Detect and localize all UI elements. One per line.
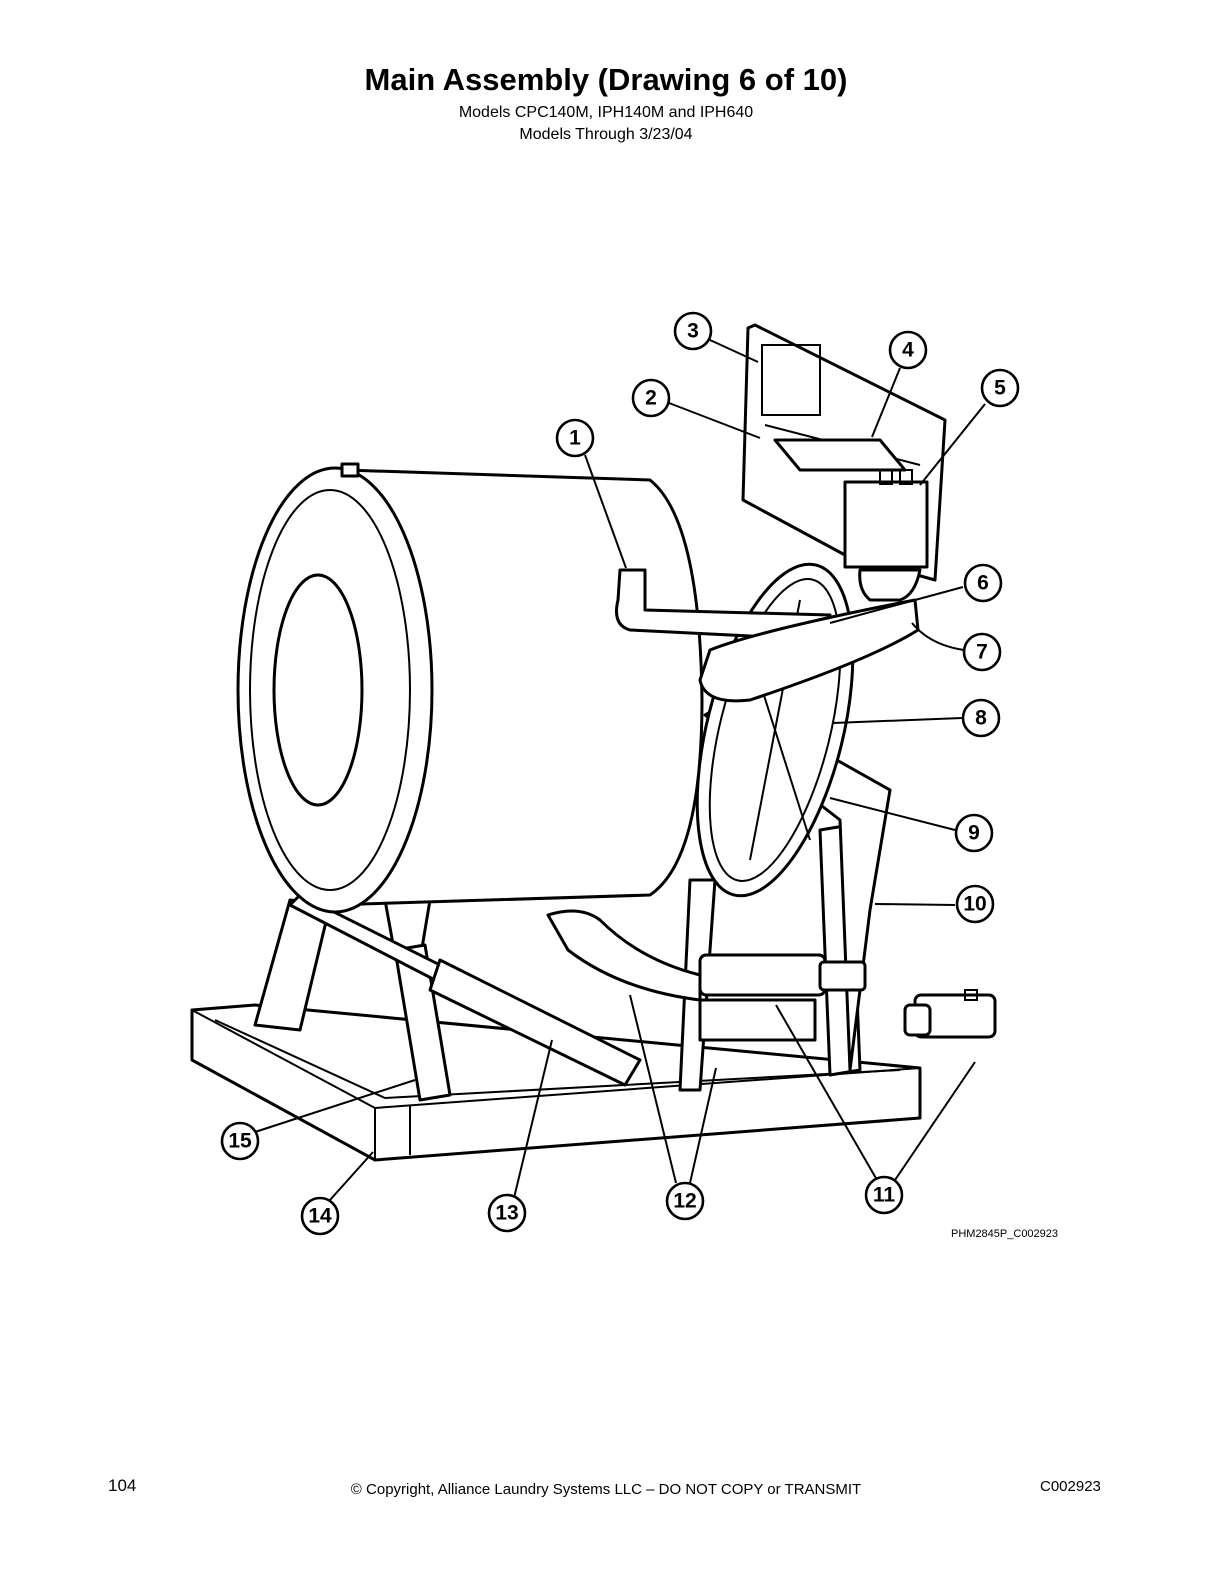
- callout-number: 7: [976, 641, 988, 664]
- callout-number: 9: [968, 822, 980, 845]
- callout-number: 5: [994, 377, 1006, 400]
- callout-13: 13: [487, 1193, 527, 1233]
- callout-2: 2: [631, 378, 671, 418]
- callout-10: 10: [955, 884, 995, 924]
- callout-15: 15: [220, 1121, 260, 1161]
- callout-1: 1: [555, 418, 595, 458]
- callout-12: 12: [665, 1181, 705, 1221]
- callout-14: 14: [300, 1196, 340, 1236]
- callout-number: 8: [975, 707, 987, 730]
- leader-lines: [254, 339, 986, 1201]
- date-subtitle: Models Through 3/23/04: [519, 126, 693, 143]
- callout-number: 10: [963, 893, 986, 916]
- callout-9: 9: [954, 813, 994, 853]
- front-supports: [253, 893, 642, 1102]
- drum: [236, 462, 704, 914]
- callout-3: 3: [673, 311, 713, 351]
- callout-4: 4: [888, 330, 928, 370]
- callout-number: 15: [228, 1130, 252, 1153]
- page-title: Main Assembly (Drawing 6 of 10): [364, 62, 848, 97]
- callout-number: 11: [873, 1184, 896, 1207]
- copyright-notice: © Copyright, Alliance Laundry Systems LL…: [350, 1481, 862, 1498]
- models-subtitle: Models CPC140M, IPH140M and IPH640: [458, 104, 754, 121]
- callout-number: 14: [308, 1205, 332, 1228]
- control-panel: [741, 323, 947, 602]
- callout-number: 1: [569, 427, 581, 450]
- page-number: 104: [108, 1476, 137, 1495]
- callout-11: 11: [864, 1175, 904, 1215]
- callout-number: 2: [645, 387, 657, 410]
- ducts: [546, 568, 920, 1002]
- callout-8: 8: [961, 698, 1001, 738]
- callout-number: 13: [495, 1202, 518, 1225]
- base-frame: [190, 1003, 922, 1162]
- callout-number: 3: [687, 320, 699, 343]
- callout-number: 12: [673, 1190, 696, 1213]
- callout-5: 5: [980, 368, 1020, 408]
- callout-6: 6: [963, 563, 1003, 603]
- callout-7: 7: [962, 632, 1002, 672]
- callout-number: 6: [977, 572, 989, 595]
- document-code: C002923: [1040, 1478, 1101, 1495]
- detached-valve: [903, 989, 997, 1039]
- figure-id: PHM2845P_C002923: [951, 1228, 1059, 1240]
- callout-number: 4: [902, 339, 914, 362]
